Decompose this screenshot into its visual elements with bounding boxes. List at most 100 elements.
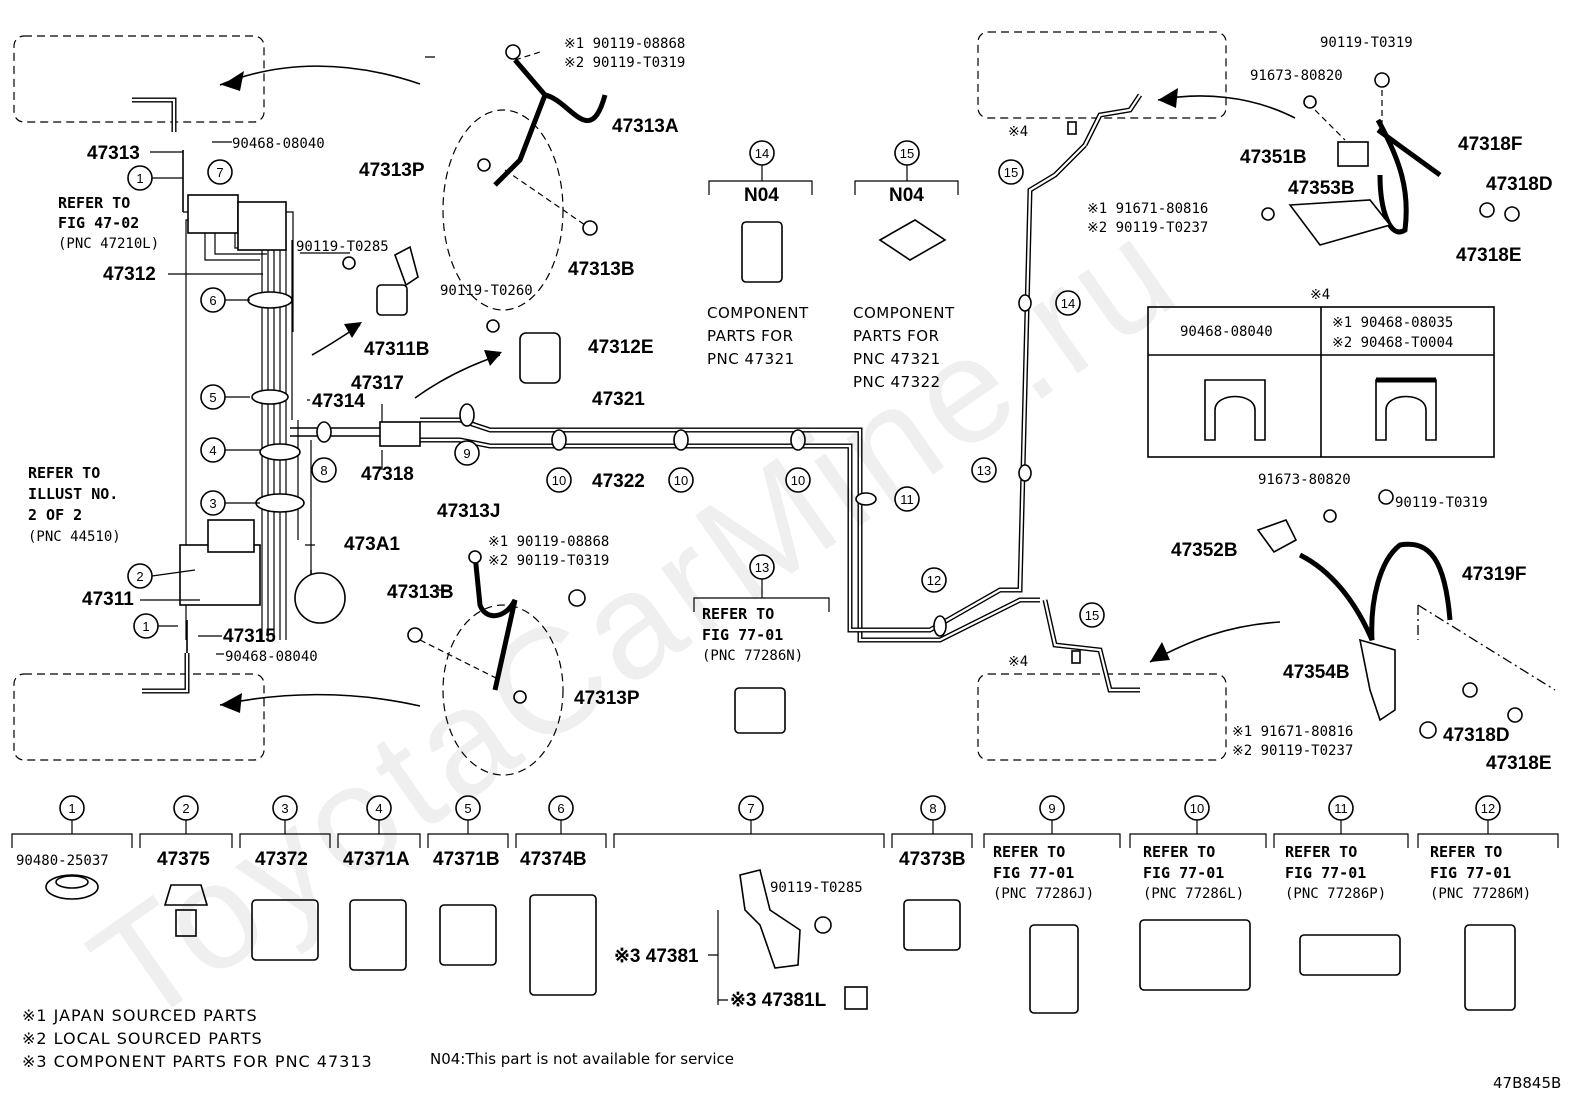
svg-text:(PNC 77286J): (PNC 77286J)	[993, 886, 1094, 902]
svg-text:47314: 47314	[312, 391, 365, 412]
svg-text:N04: N04	[744, 185, 779, 206]
bracket-47352B	[1256, 519, 1298, 554]
svg-text:2: 2	[182, 801, 189, 816]
svg-text:8: 8	[929, 801, 936, 816]
svg-text:※4: ※4	[1008, 124, 1028, 140]
svg-text:47353B: 47353B	[1288, 178, 1355, 199]
svg-text:47317: 47317	[351, 373, 404, 394]
circle-callouts: 1 7 6 5 4 3 2 1 8 9 10 10 10 11 12 13 14…	[59, 140, 1501, 821]
svg-text:47B845B: 47B845B	[1493, 1074, 1561, 1092]
clamp-12	[933, 615, 947, 637]
svg-text:10: 10	[552, 473, 566, 488]
svg-text:ILLUST NO.: ILLUST NO.	[28, 485, 118, 503]
bolt-icon	[1261, 207, 1275, 221]
svg-text:47354B: 47354B	[1283, 662, 1350, 683]
leader-lines	[140, 56, 450, 655]
svg-text:1: 1	[68, 801, 75, 816]
clip-77286P-icon	[1299, 934, 1401, 976]
washer-icon	[1479, 202, 1495, 218]
svg-text:4: 4	[209, 443, 216, 458]
svg-text:COMPONENT: COMPONENT	[853, 304, 955, 322]
bolt-icon	[568, 589, 586, 607]
hose-detail-circle-bottom	[442, 604, 564, 776]
svg-text:(PNC 44510): (PNC 44510)	[28, 529, 121, 545]
svg-text:7: 7	[216, 165, 223, 180]
svg-text:COMPONENT: COMPONENT	[707, 304, 809, 322]
svg-text:2: 2	[136, 569, 143, 584]
svg-text:10: 10	[791, 473, 805, 488]
shim-right-icon	[1375, 379, 1437, 441]
svg-text:90480-25037: 90480-25037	[16, 853, 109, 869]
svg-text:FIG 77-01: FIG 77-01	[702, 626, 783, 644]
svg-text:8: 8	[320, 463, 327, 478]
svg-text:47351B: 47351B	[1240, 147, 1307, 168]
svg-text:15: 15	[1085, 608, 1099, 623]
svg-text:PNC 47322: PNC 47322	[853, 373, 941, 391]
svg-text:1: 1	[142, 619, 149, 634]
svg-text:473A1: 473A1	[344, 534, 400, 555]
hose-47318F	[1375, 118, 1409, 235]
svg-text:13: 13	[977, 463, 991, 478]
bracket-47381-icon	[739, 869, 801, 969]
arrow-curve-bottom-right	[1149, 621, 1281, 663]
svg-text:47352B: 47352B	[1171, 540, 1238, 561]
svg-text:4: 4	[375, 801, 382, 816]
svg-text:91673-80820: 91673-80820	[1258, 472, 1351, 488]
svg-text:2 OF 2: 2 OF 2	[28, 506, 82, 524]
clamp-10b	[673, 429, 689, 451]
bolt-icon	[582, 220, 598, 236]
svg-text:11: 11	[1334, 801, 1348, 816]
arrow-head-icon	[220, 693, 242, 713]
svg-text:※3 47381: ※3 47381	[614, 946, 699, 967]
svg-text:47311B: 47311B	[364, 339, 430, 360]
clip-77286M-icon	[1464, 924, 1516, 1011]
svg-text:91673-80820: 91673-80820	[1250, 68, 1343, 84]
svg-text:15: 15	[900, 146, 914, 161]
washer-icon	[1507, 707, 1523, 723]
svg-text:15: 15	[1004, 165, 1018, 180]
pipe-stub-inner	[132, 98, 176, 132]
svg-text:※2 90468-T0004: ※2 90468-T0004	[1332, 335, 1453, 351]
svg-text:(PNC 47210L): (PNC 47210L)	[58, 236, 159, 252]
svg-text:47372: 47372	[255, 849, 308, 870]
bolt-icon	[486, 319, 500, 333]
svg-text:PNC 47321: PNC 47321	[853, 350, 941, 368]
svg-text:※2 LOCAL SOURCED PARTS: ※2 LOCAL SOURCED PARTS	[22, 1029, 263, 1048]
svg-text:47312E: 47312E	[588, 337, 654, 358]
bolt-icon	[468, 550, 482, 564]
bolt-icon	[1378, 489, 1394, 505]
svg-text:6: 6	[557, 801, 564, 816]
svg-text:※2 90119-T0237: ※2 90119-T0237	[1087, 220, 1208, 236]
svg-text:90119-T0285: 90119-T0285	[770, 880, 863, 896]
bolt-icon	[1419, 721, 1437, 739]
svg-text:47371B: 47371B	[433, 849, 500, 870]
svg-text:REFER TO: REFER TO	[702, 605, 774, 623]
part-47312E	[519, 332, 561, 384]
svg-text:90119-T0319: 90119-T0319	[1395, 495, 1488, 511]
svg-text:REFER TO: REFER TO	[1430, 843, 1502, 861]
svg-text:PARTS FOR: PARTS FOR	[707, 327, 794, 345]
svg-text:47313P: 47313P	[574, 688, 640, 709]
svg-text:47313A: 47313A	[612, 116, 679, 137]
svg-text:90468-08040: 90468-08040	[225, 649, 318, 665]
svg-text:PNC 47321: PNC 47321	[707, 350, 795, 368]
brake-actuator-body	[237, 201, 287, 251]
svg-text:47371A: 47371A	[343, 849, 410, 870]
svg-text:※1 JAPAN SOURCED PARTS: ※1 JAPAN SOURCED PARTS	[22, 1006, 258, 1025]
svg-text:(PNC 77286N): (PNC 77286N)	[702, 648, 803, 664]
brake-fluid-reservoir	[294, 572, 346, 624]
hose-47313A	[493, 58, 548, 187]
part-labels: 47313 90468-08040 REFER TO FIG 47-02 (PN…	[16, 35, 1561, 1092]
svg-text:※1 91671-80816: ※1 91671-80816	[1232, 724, 1353, 740]
svg-text:47311: 47311	[82, 589, 134, 610]
pipe-stub-inner	[142, 653, 189, 693]
svg-text:47312: 47312	[103, 264, 156, 285]
bolt-icon	[342, 256, 356, 270]
clamp-5	[251, 389, 289, 405]
svg-text:REFER TO: REFER TO	[28, 464, 100, 482]
svg-text:47313J: 47313J	[437, 501, 500, 522]
clip-47375-icon	[163, 884, 209, 906]
svg-text:FIG 77-01: FIG 77-01	[993, 864, 1074, 882]
clip-icon	[1067, 121, 1077, 135]
svg-text:※2 90119-T0237: ※2 90119-T0237	[1232, 743, 1353, 759]
